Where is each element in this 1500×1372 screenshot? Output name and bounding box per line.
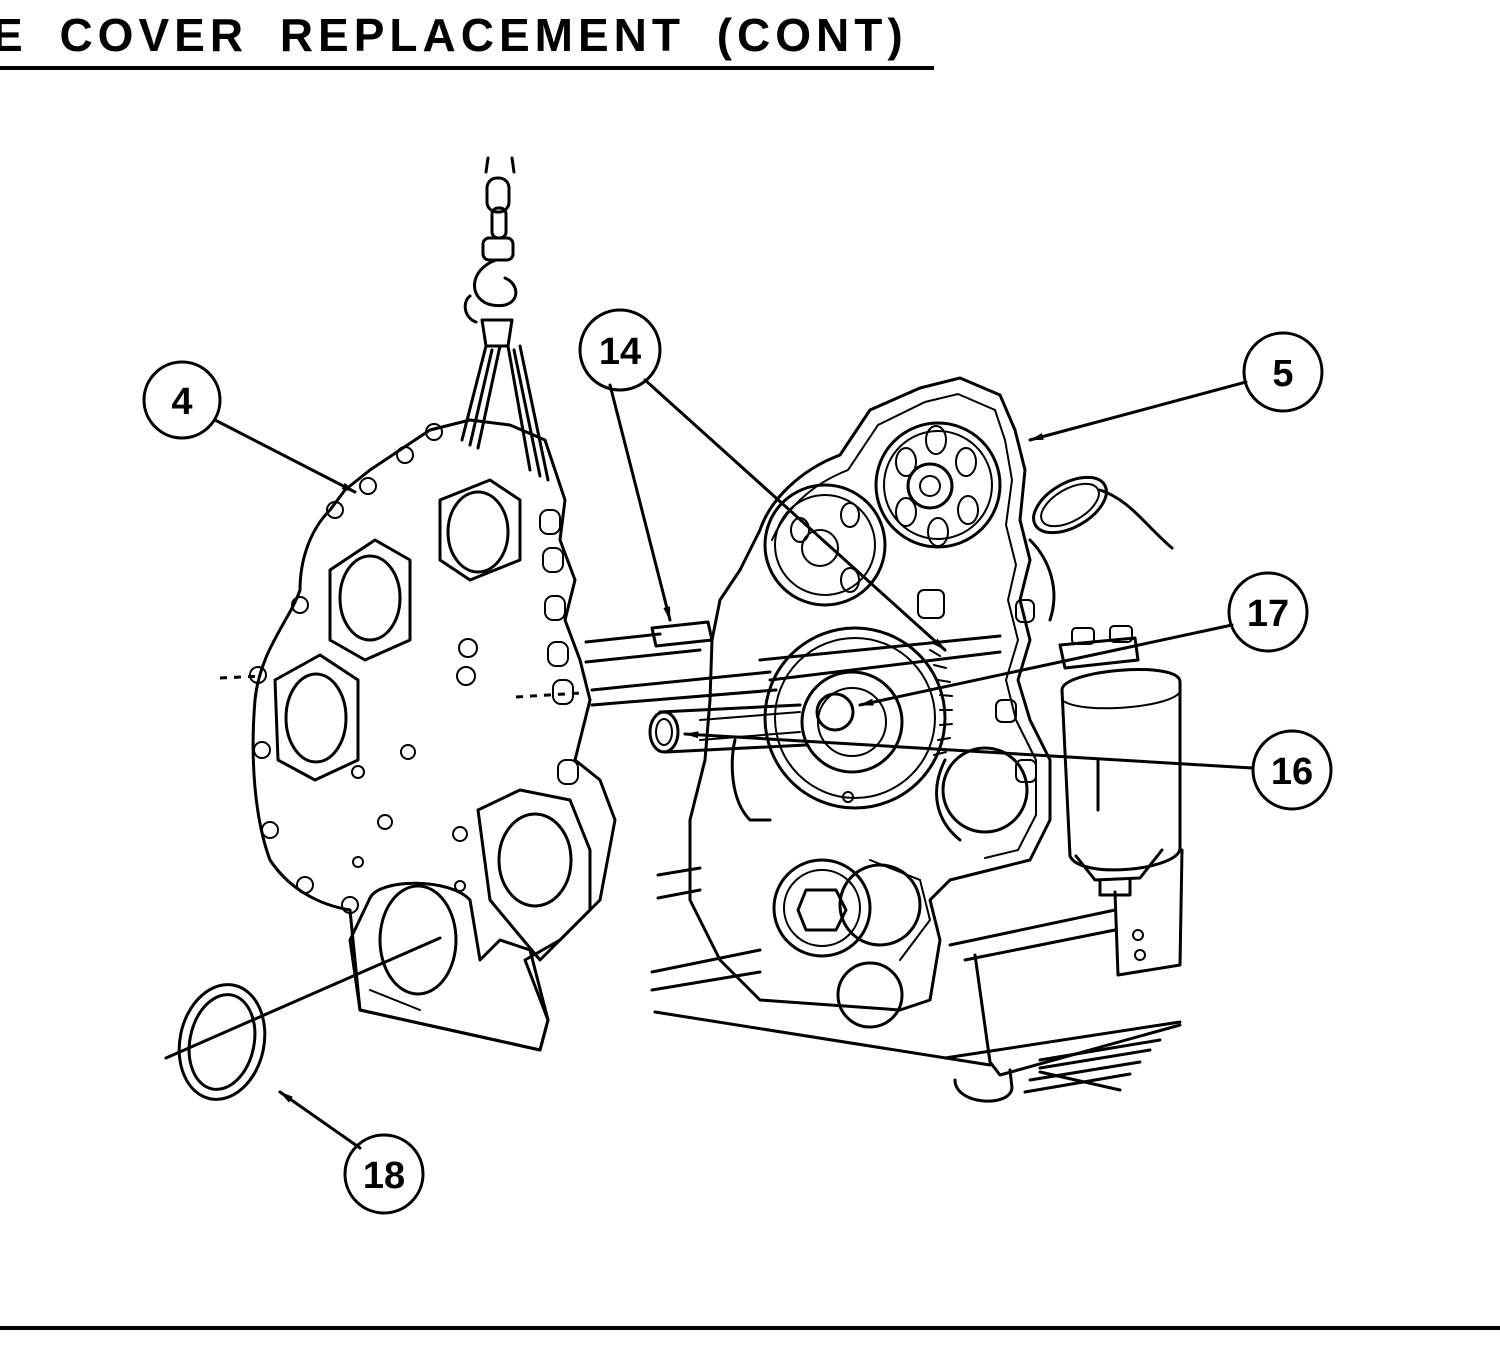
engine-block	[688, 376, 1052, 1029]
front-cover	[249, 418, 617, 1052]
callout-5: 5	[1242, 331, 1324, 413]
callout-16: 16	[1251, 729, 1333, 811]
callout-18-label: 18	[363, 1155, 405, 1197]
callout-5-label: 5	[1272, 353, 1293, 395]
guide-pins	[219, 620, 1002, 707]
callout-17-label: 17	[1247, 593, 1289, 635]
callout-4: 4	[142, 360, 222, 440]
callout-18: 18	[343, 1133, 425, 1215]
callout-14-label: 14	[599, 331, 641, 373]
bottom-rule	[0, 1326, 1500, 1330]
callout-14: 14	[578, 308, 662, 392]
fuel-filter	[1058, 625, 1184, 977]
engine-stand	[650, 866, 1182, 1103]
page-title: E COVER REPLACEMENT (CONT)	[0, 9, 908, 61]
callout-17: 17	[1227, 571, 1309, 653]
filler-neck	[1028, 475, 1174, 622]
callout-4-label: 4	[171, 381, 192, 423]
oil-seal	[164, 936, 442, 1101]
leader-lines	[213, 378, 1254, 1150]
wear-sleeve-tool	[648, 703, 808, 754]
callout-16-label: 16	[1271, 751, 1313, 793]
lifting-chain	[460, 156, 550, 482]
title-underline	[0, 66, 934, 70]
